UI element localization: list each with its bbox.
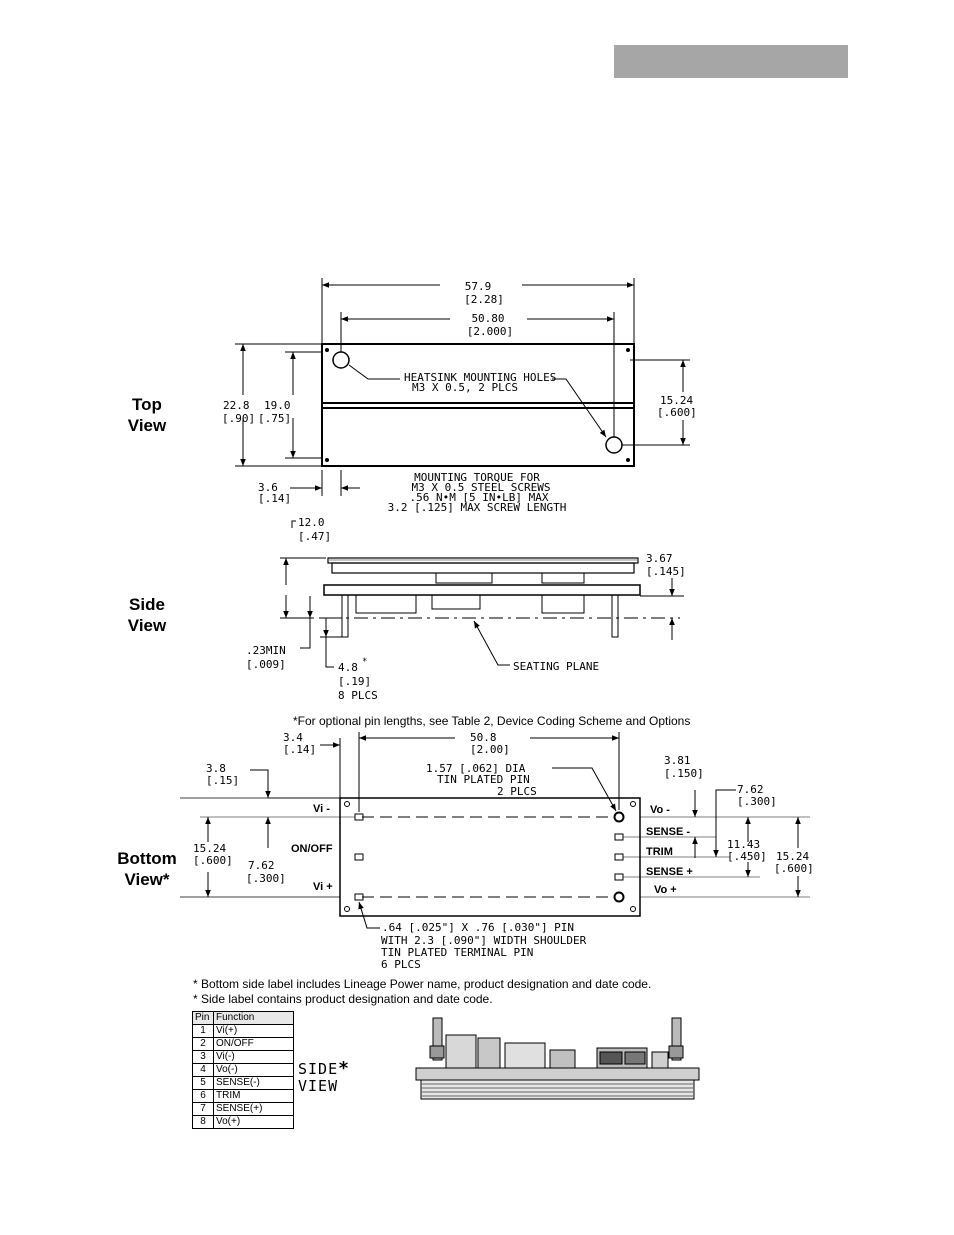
svg-text:TRIM: TRIM	[646, 846, 673, 858]
svg-text:ON/OFF: ON/OFF	[291, 843, 333, 855]
mounting-hole	[332, 351, 350, 369]
note-side-label: * Side label contains product designatio…	[193, 992, 493, 1006]
svg-text:57.9: 57.9	[465, 280, 492, 293]
svg-text:[.145]: [.145]	[646, 565, 686, 578]
svg-text:Vi +: Vi +	[313, 881, 333, 893]
note-bottom-label: * Bottom side label includes Lineage Pow…	[193, 977, 651, 991]
svg-text:3.81: 3.81	[664, 754, 691, 767]
svg-text:HEATSINK MOUNTING HOLES: HEATSINK MOUNTING HOLES	[404, 371, 556, 384]
svg-text:3.4: 3.4	[283, 731, 303, 744]
svg-text:.64 [.025"] X .76 [.030"] PIN: .64 [.025"] X .76 [.030"] PIN	[382, 921, 574, 934]
mounting-hole	[605, 436, 623, 454]
function-header: Function	[213, 1011, 294, 1025]
svg-text:19.0: 19.0	[264, 399, 291, 412]
pin-vo-plus	[613, 891, 625, 903]
pin-vi-minus	[354, 813, 364, 821]
pin-sense-plus	[614, 873, 624, 881]
svg-text:[.009]: [.009]	[246, 658, 286, 671]
svg-text:4.8: 4.8	[338, 661, 358, 674]
svg-text:2 PLCS: 2 PLCS	[497, 785, 537, 798]
svg-text:15.24: 15.24	[776, 850, 809, 863]
svg-text:[2.28]: [2.28]	[464, 293, 504, 306]
svg-text:WITH 2.3 [.090"] WIDTH SHOULDE: WITH 2.3 [.090"] WIDTH SHOULDER	[381, 934, 587, 947]
svg-text:Vi -: Vi -	[313, 803, 330, 815]
svg-text:[.600]: [.600]	[657, 406, 697, 419]
svg-text:50.8: 50.8	[470, 731, 497, 744]
svg-text:[.450]: [.450]	[727, 850, 767, 863]
svg-text:11.43: 11.43	[727, 838, 760, 851]
bottom-view-drawing: 3.4 [.14] 50.8 [2.00] 3.8 [.15] 1.57 [.0…	[180, 731, 814, 971]
svg-text:8 PLCS: 8 PLCS	[338, 689, 378, 702]
svg-text:.23MIN: .23MIN	[246, 644, 286, 657]
svg-text:TIN PLATED TERMINAL PIN: TIN PLATED TERMINAL PIN	[381, 946, 533, 959]
svg-text:M3 X 0.5, 2 PLCS: M3 X 0.5, 2 PLCS	[412, 381, 518, 394]
svg-text:3.8: 3.8	[206, 762, 226, 775]
svg-text:[.600]: [.600]	[774, 862, 814, 875]
svg-text:MOUNTING TORQUE FOR: MOUNTING TORQUE FOR	[414, 471, 540, 484]
header-bar	[614, 45, 848, 78]
svg-text:SENSE +: SENSE +	[646, 866, 693, 878]
side-view-caption: SIDE* VIEW	[298, 1058, 350, 1095]
svg-text:M3 X 0.5 STEEL SCREWS: M3 X 0.5 STEEL SCREWS	[411, 481, 550, 494]
svg-text:[.47]: [.47]	[298, 530, 331, 543]
svg-text:15.24: 15.24	[193, 842, 226, 855]
svg-text:12.0: 12.0	[298, 516, 325, 529]
svg-text:[.15]: [.15]	[206, 774, 239, 787]
svg-text:6 PLCS: 6 PLCS	[381, 958, 421, 971]
svg-text:[.14]: [.14]	[283, 743, 316, 756]
side-view-drawing: 12.0 [.47] 3.67 [.145] .23MIN [.009] 4.8…	[246, 516, 690, 728]
pin-on-off	[354, 853, 364, 861]
svg-text:[.19]: [.19]	[338, 675, 371, 688]
svg-text:50.80: 50.80	[471, 312, 504, 325]
svg-text:[.600]: [.600]	[193, 854, 233, 867]
pin-vi-plus	[354, 893, 364, 901]
svg-text:Vo +: Vo +	[654, 884, 677, 896]
svg-text:[.75]: [.75]	[258, 412, 291, 425]
svg-text:[2.00]: [2.00]	[470, 743, 510, 756]
svg-text:Vo -: Vo -	[650, 804, 670, 816]
svg-text:[.300]: [.300]	[737, 795, 777, 808]
svg-text:[.300]: [.300]	[246, 872, 286, 885]
svg-text:TIN PLATED PIN: TIN PLATED PIN	[437, 773, 530, 786]
svg-text:.56 N•M [5 IN•LB] MAX: .56 N•M [5 IN•LB] MAX	[409, 491, 548, 504]
svg-text:[.90]: [.90]	[222, 412, 255, 425]
svg-text:7.62: 7.62	[737, 783, 764, 796]
pin-vo-minus	[613, 811, 625, 823]
svg-text:3.2 [.125] MAX SCREW LENGTH: 3.2 [.125] MAX SCREW LENGTH	[388, 501, 567, 514]
svg-text:1.57 [.062] DIA: 1.57 [.062] DIA	[426, 762, 526, 775]
svg-text:15.24: 15.24	[660, 394, 693, 407]
svg-text:SEATING PLANE: SEATING PLANE	[513, 660, 599, 673]
svg-text:[2.000]: [2.000]	[467, 325, 513, 338]
svg-text:SENSE -: SENSE -	[646, 826, 690, 838]
svg-text:3.6: 3.6	[258, 481, 278, 494]
top-view-drawing: 57.9 [2.28] 50.80 [2.000] 22.8 19.0 [.90…	[222, 278, 697, 514]
pin-trim	[614, 853, 624, 861]
svg-text:[.14]: [.14]	[258, 492, 291, 505]
svg-text:3.67: 3.67	[646, 552, 673, 565]
svg-text:*For optional pin lengths, see: *For optional pin lengths, see Table 2, …	[293, 714, 690, 728]
svg-text:7.62: 7.62	[248, 859, 275, 872]
svg-text:*: *	[362, 657, 367, 667]
svg-text:[.150]: [.150]	[664, 767, 704, 780]
pin-header: Pin	[192, 1011, 214, 1025]
side-label-drawing	[415, 1017, 700, 1100]
pin-sense-minus	[614, 833, 624, 841]
svg-text:22.8: 22.8	[223, 399, 250, 412]
